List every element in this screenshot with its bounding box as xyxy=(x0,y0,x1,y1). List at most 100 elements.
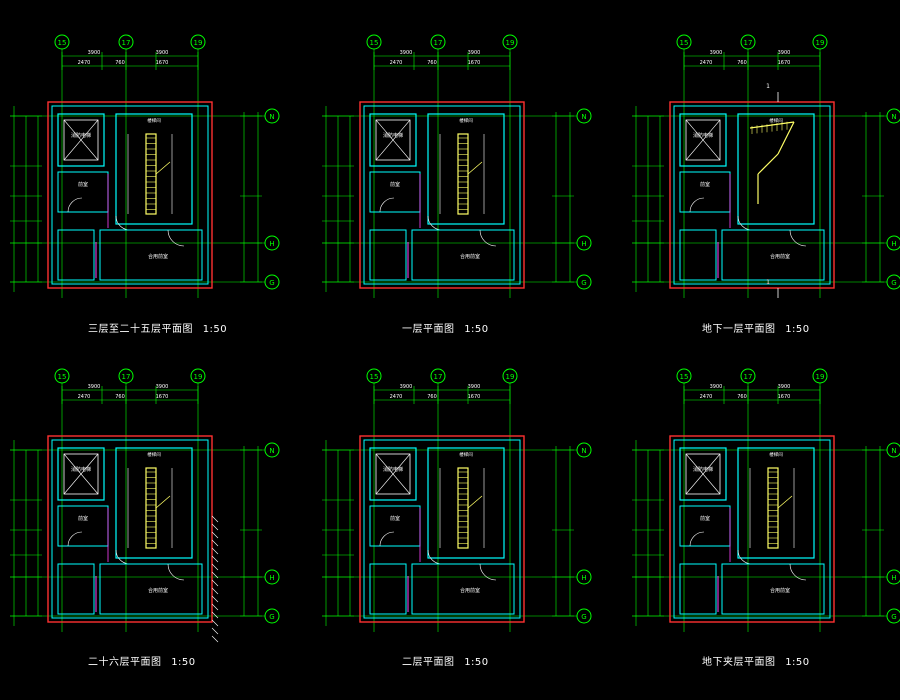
dimension-text: 760 xyxy=(737,60,747,66)
shaft-room xyxy=(369,563,407,615)
wall-hatch xyxy=(211,531,219,539)
plan-caption-1: 三层至二十五层平面图 1:50 xyxy=(88,320,227,335)
stair-core xyxy=(427,447,505,559)
elevator-shaft xyxy=(369,447,417,501)
dimension-text: 1670 xyxy=(156,60,169,66)
dimension-text: 1670 xyxy=(468,60,481,66)
room-label-stair: 楼梯间 xyxy=(769,117,783,124)
shared-lobby xyxy=(411,563,515,615)
room-label-stair: 楼梯间 xyxy=(459,451,473,458)
elevator-shaft xyxy=(679,447,727,501)
door-swing xyxy=(379,197,395,213)
elevator-car xyxy=(375,119,411,161)
axis-label-right: N xyxy=(269,113,274,121)
room-label-shared-lobby: 合用前室 xyxy=(770,587,790,594)
plan-scale: 1:50 xyxy=(202,324,228,335)
section-label: 1 xyxy=(766,83,770,90)
dimension-text: 3900 xyxy=(710,384,723,390)
axis-label-top: 19 xyxy=(816,373,825,381)
axis-label-right: H xyxy=(891,574,896,582)
room-label-front: 前室 xyxy=(78,515,88,522)
wall-hatch xyxy=(211,571,219,579)
axis-label-right: G xyxy=(891,613,896,621)
inner-wall xyxy=(673,439,831,619)
dimension-text: 3900 xyxy=(88,50,101,56)
room-label-front: 前室 xyxy=(390,515,400,522)
axis-label-top: 15 xyxy=(680,373,689,381)
plan-title: 三层至二十五层平面图 xyxy=(88,324,193,335)
dimension-text: 3900 xyxy=(156,384,169,390)
dimension-text: 2470 xyxy=(390,394,403,400)
axis-label-top: 15 xyxy=(680,39,689,47)
dimension-text: 1670 xyxy=(156,394,169,400)
plan-caption-5: 二层平面图 1:50 xyxy=(402,653,489,668)
outer-wall xyxy=(669,435,835,623)
dimension-text: 760 xyxy=(427,60,437,66)
room-label-elevator: 消防电梯 xyxy=(383,132,403,139)
stair-arrow xyxy=(467,495,483,509)
dimension-text: 3900 xyxy=(468,384,481,390)
inner-wall xyxy=(363,439,521,619)
axis-label-top: 19 xyxy=(506,39,515,47)
axis-label-right: H xyxy=(269,240,274,248)
room-label-shared-lobby: 合用前室 xyxy=(460,587,480,594)
dimension-text: 2470 xyxy=(78,394,91,400)
dimension-text: 3900 xyxy=(778,50,791,56)
axis-label-top: 19 xyxy=(194,39,203,47)
dimension-text: 3900 xyxy=(400,384,413,390)
shaft-room xyxy=(57,229,95,281)
dimension-text: 3900 xyxy=(778,384,791,390)
door-swing xyxy=(379,531,395,547)
plan-scale: 1:50 xyxy=(464,657,489,668)
axis-label-right: G xyxy=(581,279,586,287)
stair-arrow xyxy=(467,161,483,175)
dimension-text: 3900 xyxy=(156,50,169,56)
elevator-shaft xyxy=(369,113,417,167)
room-label-elevator: 消防电梯 xyxy=(71,466,91,473)
axis-label-right: H xyxy=(891,240,896,248)
wall-hatch xyxy=(211,547,219,555)
room-label-stair: 楼梯间 xyxy=(147,451,161,458)
plan-title: 地下一层平面图 xyxy=(702,324,776,335)
stair-arrow xyxy=(155,495,171,509)
elevator-cross xyxy=(685,453,721,495)
axis-label-right: G xyxy=(269,279,274,287)
room-label-front: 前室 xyxy=(700,515,710,522)
wall-hatch xyxy=(211,587,219,595)
elevator-shaft xyxy=(57,113,105,167)
room-label-elevator: 消防电梯 xyxy=(71,132,91,139)
stair-core xyxy=(427,113,505,225)
shared-lobby xyxy=(411,229,515,281)
plan-caption-6: 地下夹层平面图 1:50 xyxy=(702,653,810,668)
shaft-room xyxy=(57,563,95,615)
axis-label-top: 15 xyxy=(370,39,379,47)
plan-scale: 1:50 xyxy=(785,657,810,668)
door-swing xyxy=(689,197,705,213)
inner-wall xyxy=(673,105,831,285)
outer-wall xyxy=(359,101,525,289)
stair-run xyxy=(777,121,795,155)
outer-wall xyxy=(47,435,213,623)
axis-label-right: H xyxy=(581,240,586,248)
plan-title: 二十六层平面图 xyxy=(88,657,162,668)
dimension-text: 760 xyxy=(427,394,437,400)
room-label-shared-lobby: 合用前室 xyxy=(460,253,480,260)
axis-label-right: G xyxy=(581,613,586,621)
elevator-car xyxy=(375,453,411,495)
outer-wall xyxy=(669,101,835,289)
shared-lobby xyxy=(721,563,825,615)
dimension-text: 760 xyxy=(115,394,125,400)
inner-wall xyxy=(363,105,521,285)
room-label-stair: 楼梯间 xyxy=(459,117,473,124)
room-label-shared-lobby: 合用前室 xyxy=(148,587,168,594)
axis-label-top: 17 xyxy=(744,39,753,47)
axis-label-right: H xyxy=(581,574,586,582)
elevator-shaft xyxy=(57,447,105,501)
wall-hatch xyxy=(211,635,219,643)
elevator-car xyxy=(685,119,721,161)
